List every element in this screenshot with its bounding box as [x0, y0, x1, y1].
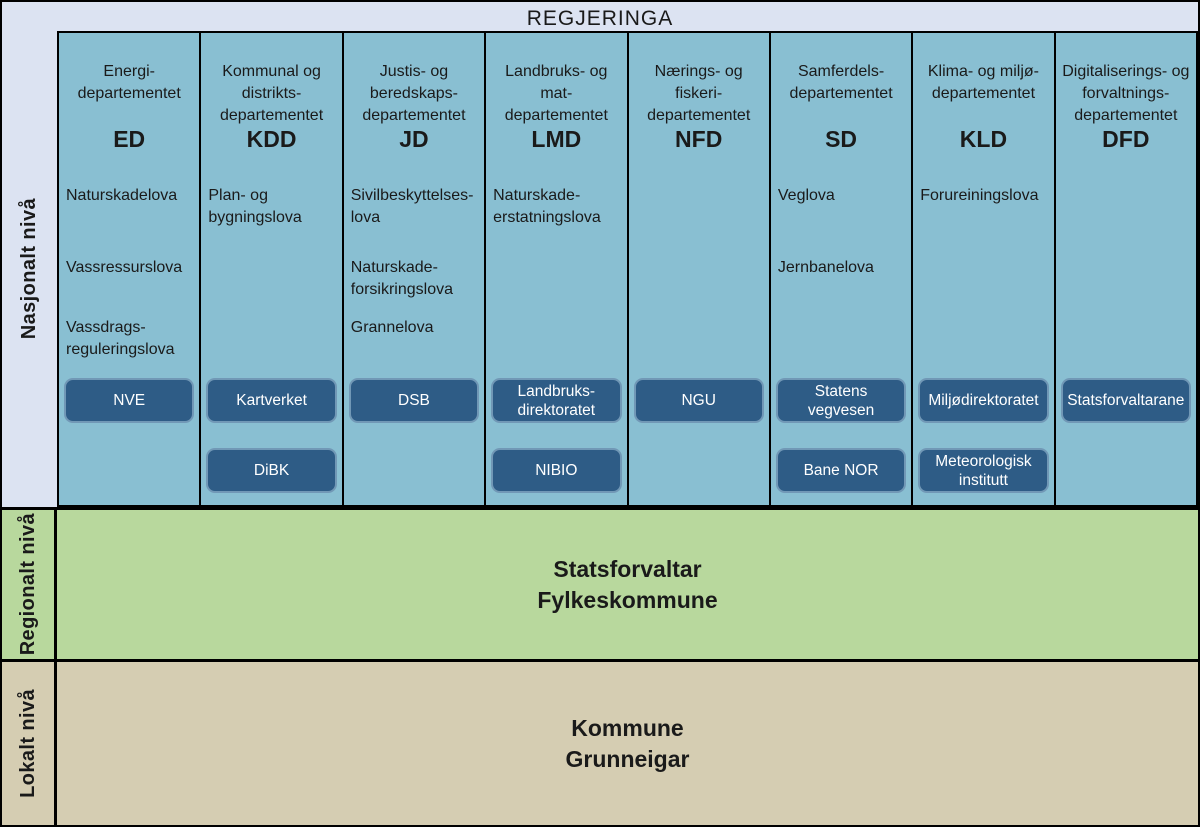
department-abbreviation: DFD [1102, 126, 1150, 152]
law-label: Jernbanelova [777, 259, 874, 276]
law-label: Forureiningslova [920, 187, 1039, 204]
agency-box: NVE [64, 378, 195, 423]
agency-box: Statsforvaltarane [1060, 378, 1191, 423]
regional-level-label: Regionalt nivå [16, 513, 39, 656]
department-name: Digitaliserings- og forvaltnings- depart… [1062, 63, 1190, 124]
department-name: Kommunal og distrikts- departementet [219, 63, 324, 124]
agency-box: DiBK [206, 448, 337, 493]
agency-box: NIBIO [491, 448, 622, 493]
law-label: Naturskadelova [66, 187, 178, 204]
agency-box: Statens vegvesen [775, 378, 907, 423]
national-level-label: Nasjonalt nivå [18, 198, 40, 340]
department-column-dfd: Digitaliserings- og forvaltnings- depart… [1055, 33, 1196, 505]
law-label: Vassressurslova [66, 259, 183, 276]
regional-main-area: Statsforvaltar Fylkeskommune [57, 510, 1198, 659]
department-abbreviation: ED [113, 126, 146, 152]
agency-box: NGU [633, 378, 764, 423]
department-name: Klima- og miljø- departementet [927, 63, 1039, 102]
regjeringa-band: REGJERINGA [2, 2, 1198, 31]
agency-box: Meteorologisk institutt [918, 448, 1049, 493]
local-level-strip: Lokalt nivå [2, 662, 57, 825]
law-label: Grannelova [350, 319, 434, 336]
department-name: Energi- departementet [77, 63, 181, 102]
department-name: Samferdels- departementet [789, 63, 893, 102]
department-abbreviation: SD [825, 126, 858, 152]
agency-box: Bane NOR [775, 448, 907, 493]
agency-box: Landbruks- direktoratet [491, 378, 622, 423]
department-name: Landbruks- og mat- departementet [504, 63, 608, 124]
local-level-label: Lokalt nivå [16, 689, 39, 798]
agency-box: Kartverket [206, 378, 337, 423]
department-abbreviation: NFD [675, 126, 723, 152]
local-level-row: Lokalt nivå Kommune Grunneigar [2, 659, 1198, 825]
department-abbreviation: LMD [531, 126, 582, 152]
local-actors-text: Kommune Grunneigar [565, 714, 690, 772]
law-label: Vassdrags- reguleringslova [66, 319, 175, 358]
department-abbreviation: KLD [959, 126, 1008, 152]
department-name: Justis- og beredskaps- departementet [362, 63, 466, 124]
law-label: Naturskade- erstatningslova [493, 187, 601, 226]
law-label: Sivilbeskyttelses- lova [350, 187, 474, 226]
regional-level-row: Regionalt nivå Statsforvaltar Fylkeskomm… [2, 507, 1198, 659]
law-label: Naturskade- forsikringslova [350, 259, 454, 298]
department-name: Nærings- og fiskeri- departementet [647, 63, 751, 124]
diagram-title: REGJERINGA [526, 6, 674, 30]
regional-level-strip: Regionalt nivå [2, 510, 57, 659]
regional-actors-text: Statsforvaltar Fylkeskommune [537, 555, 718, 613]
agency-box: DSB [348, 378, 480, 423]
local-main-area: Kommune Grunneigar [57, 662, 1198, 825]
department-abbreviation: JD [399, 126, 429, 152]
national-level-strip: Nasjonalt nivå [2, 31, 57, 507]
law-label: Plan- og bygningslova [208, 187, 302, 226]
department-abbreviation: KDD [246, 126, 297, 152]
law-label: Veglova [777, 187, 835, 204]
agency-box: Miljødirektoratet [918, 378, 1049, 423]
